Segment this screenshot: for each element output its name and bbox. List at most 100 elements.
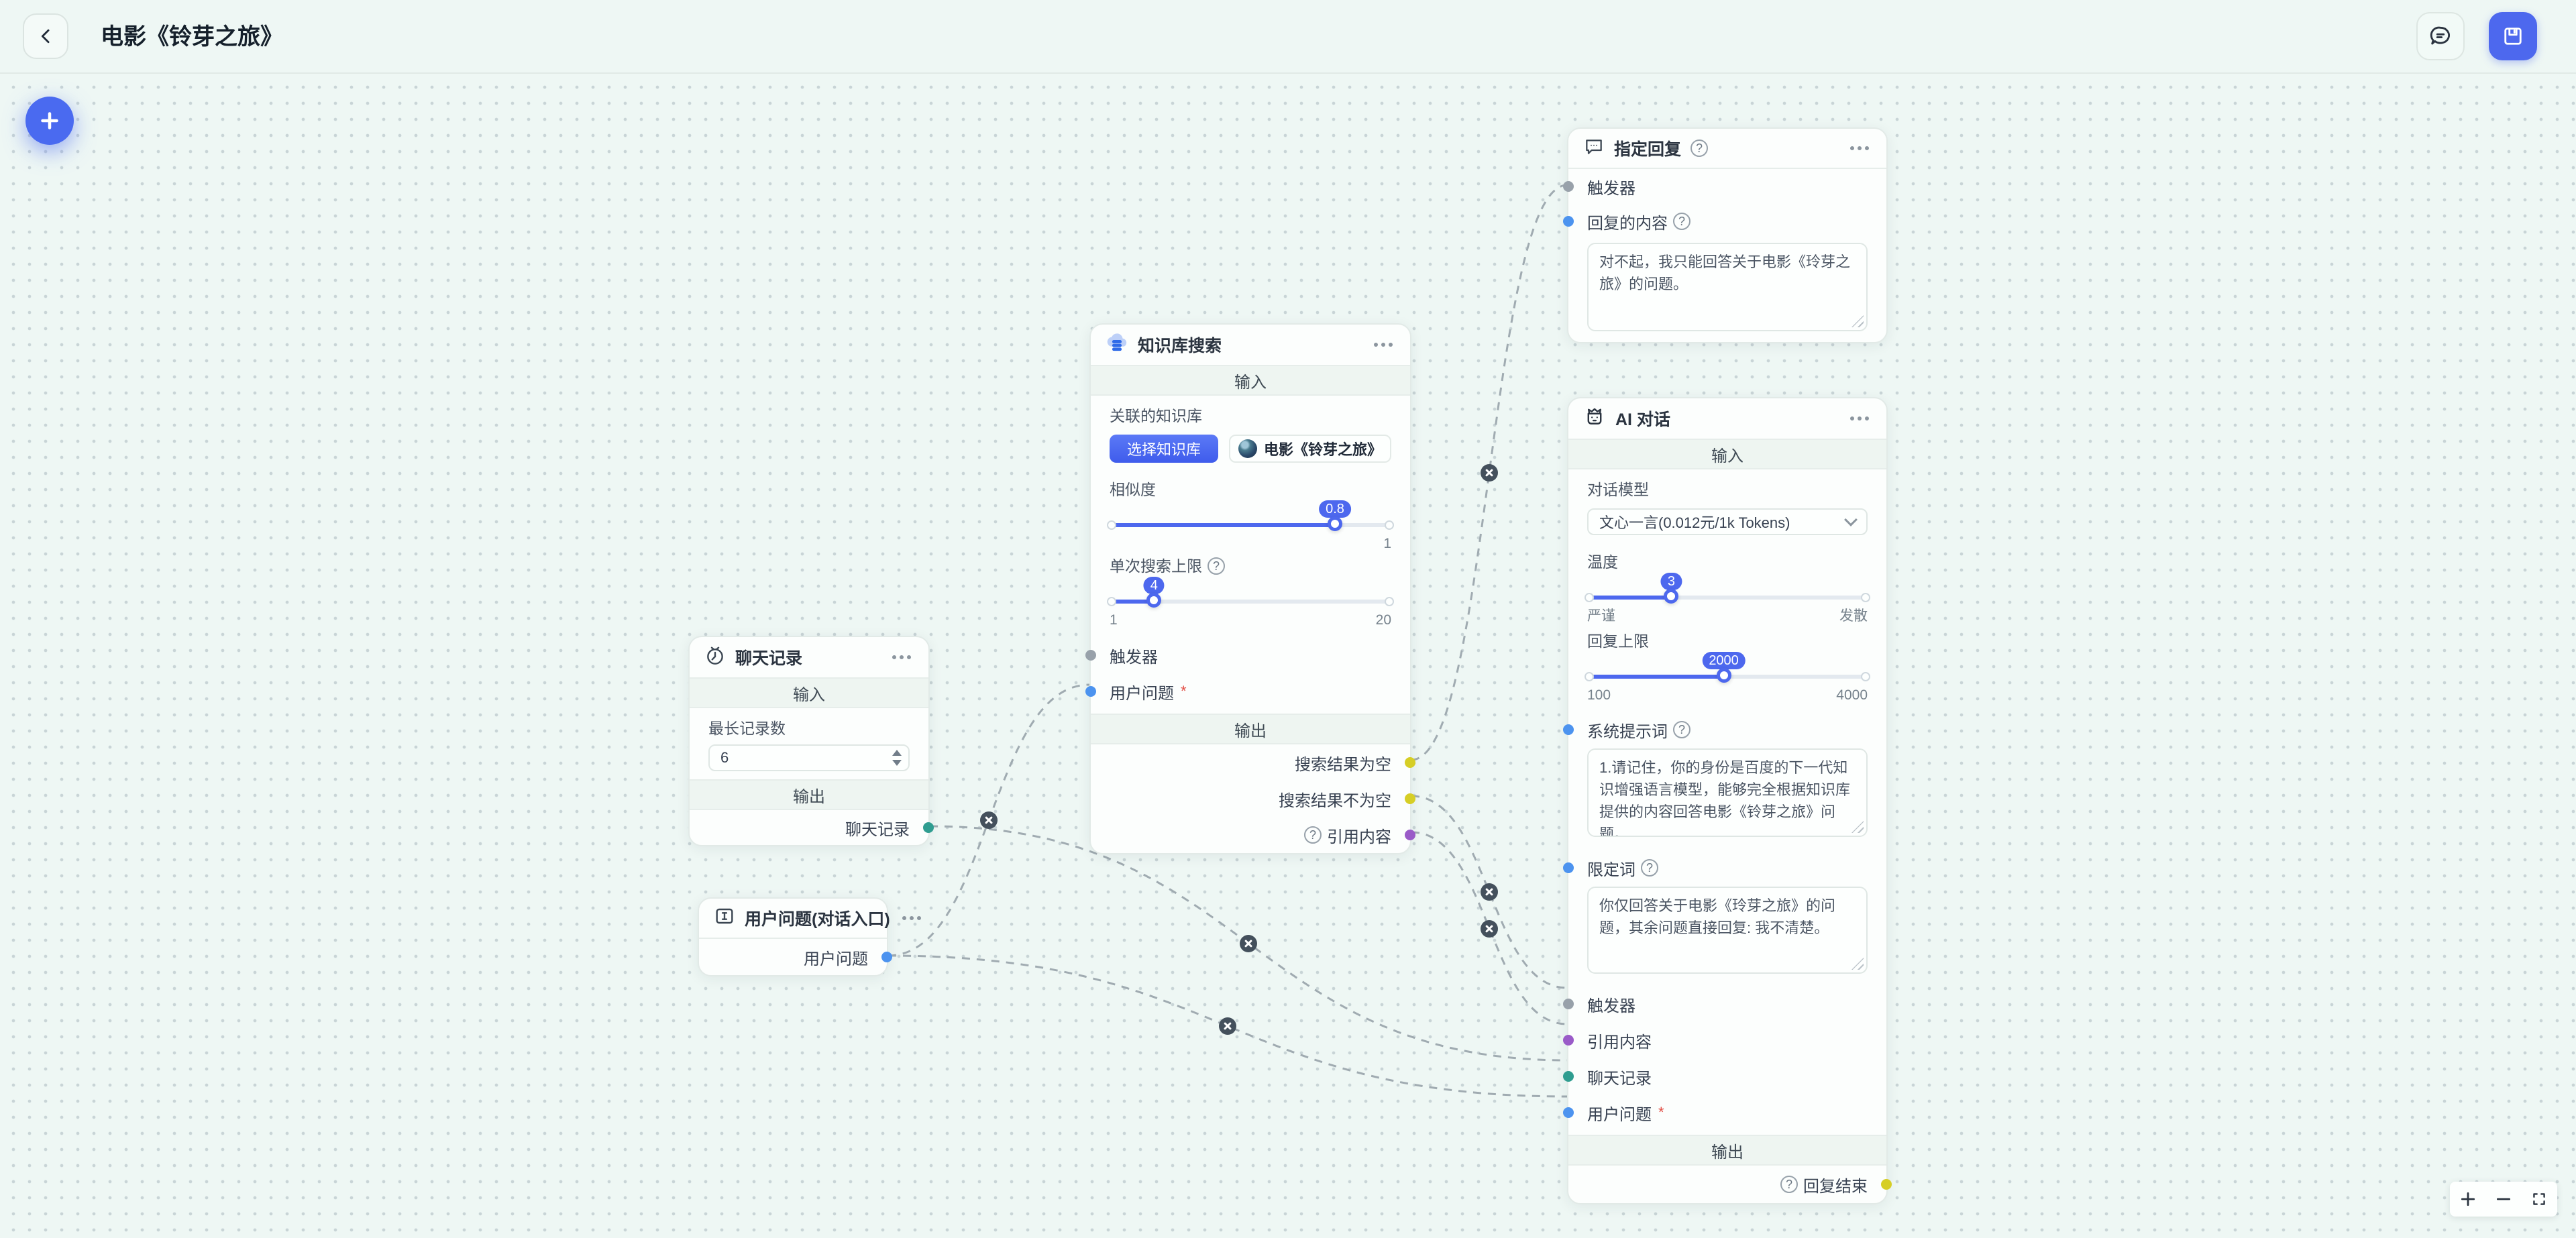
help-icon[interactable]: ? xyxy=(1673,721,1690,738)
trigger-label: 触发器 xyxy=(1110,648,1158,667)
zoom-toolbar xyxy=(2450,1182,2557,1217)
node-title: 指定回复 xyxy=(1614,140,1682,159)
step-up-icon[interactable] xyxy=(892,750,902,756)
help-icon[interactable]: ? xyxy=(1780,1176,1798,1193)
similarity-slider[interactable]: 0.8 xyxy=(1107,500,1394,535)
temperature-max-label: 发散 xyxy=(1839,608,1868,624)
port-reference-in[interactable] xyxy=(1563,1035,1574,1046)
reference-label: 引用内容 xyxy=(1587,1033,1652,1052)
wire-kbnotempty-to-aichat[interactable] xyxy=(1411,795,1568,989)
temperature-value-bubble: 3 xyxy=(1660,573,1682,590)
node-title: AI 对话 xyxy=(1615,410,1670,429)
more-menu-icon[interactable] xyxy=(890,650,914,665)
search-not-empty-label: 搜索结果不为空 xyxy=(1279,791,1391,810)
input-port-row: 触发器 xyxy=(1085,637,1391,673)
temperature-slider[interactable]: 3 xyxy=(1585,573,1870,608)
chat-preview-button[interactable] xyxy=(2416,12,2465,60)
more-menu-icon[interactable] xyxy=(1847,141,1872,156)
node-ai-chat[interactable]: AI 对话 输入 对话模型 文心一言(0.012元/1k Tokens) 温度 … xyxy=(1563,397,1892,1204)
search-limit-max-label: 20 xyxy=(1375,612,1391,628)
help-icon[interactable]: ? xyxy=(1208,557,1225,575)
port-chat-history-out[interactable] xyxy=(923,822,934,833)
input-port-row: 限定词 ? xyxy=(1563,853,1868,883)
help-icon[interactable]: ? xyxy=(1641,859,1658,877)
wire-kbreference-to-aichat[interactable] xyxy=(1411,831,1568,1025)
port-system-prompt-in[interactable] xyxy=(1563,724,1574,735)
user-question-output-label: 用户问题 xyxy=(804,950,868,968)
input-port-row: 触发器 xyxy=(1563,169,1868,204)
wire-delete-icon[interactable] xyxy=(1219,1017,1236,1035)
max-records-input[interactable] xyxy=(708,744,910,771)
more-menu-icon[interactable] xyxy=(900,911,924,925)
add-node-button[interactable] xyxy=(25,97,74,145)
node-title: 知识库搜索 xyxy=(1138,337,1222,355)
zoom-out-icon xyxy=(2496,1198,2511,1200)
input-port-row: 聊天记录 xyxy=(1563,1058,1868,1094)
trigger-label: 触发器 xyxy=(1587,179,1635,198)
port-reply-content-in[interactable] xyxy=(1563,216,1574,227)
temperature-slider-handle[interactable] xyxy=(1664,589,1679,604)
search-limit-label: 单次搜索上限 xyxy=(1110,557,1202,575)
node-chat-history[interactable]: 聊天记录 输入 最长记录数 输出 聊天记录 xyxy=(688,636,934,846)
output-port-row: ? 引用内容 xyxy=(1110,817,1415,853)
select-kb-button[interactable]: 选择知识库 xyxy=(1110,435,1218,463)
fit-view-button[interactable] xyxy=(2526,1184,2553,1214)
search-limit-slider[interactable]: 4 xyxy=(1107,577,1394,612)
wire-delete-icon[interactable] xyxy=(1240,935,1257,952)
wire-delete-icon[interactable] xyxy=(1481,920,1498,938)
reply-limit-slider-handle[interactable] xyxy=(1716,668,1731,683)
help-icon[interactable]: ? xyxy=(1690,139,1709,157)
output-section-bar: 输出 xyxy=(690,779,928,810)
port-user-question-in[interactable] xyxy=(1085,686,1096,697)
zoom-out-button[interactable] xyxy=(2490,1184,2517,1214)
similarity-label: 相似度 xyxy=(1110,481,1156,498)
clock-icon xyxy=(704,644,726,671)
node-user-question[interactable]: 用户问题(对话入口) 用户问题 xyxy=(698,897,921,976)
reply-limit-value-bubble: 2000 xyxy=(1702,652,1746,669)
reply-limit-slider[interactable]: 2000 xyxy=(1585,652,1870,687)
more-menu-icon[interactable] xyxy=(1371,337,1395,352)
search-limit-slider-handle[interactable] xyxy=(1146,593,1162,608)
wire-delete-icon[interactable] xyxy=(980,811,998,829)
port-trigger-in[interactable] xyxy=(1563,999,1574,1009)
reply-limit-max-label: 4000 xyxy=(1836,687,1868,703)
wire-userquestion-to-aichat[interactable] xyxy=(888,954,1568,1098)
wire-kbempty-to-fixedreply[interactable] xyxy=(1411,184,1568,761)
port-trigger-in[interactable] xyxy=(1085,650,1096,661)
help-icon[interactable]: ? xyxy=(1304,826,1322,844)
input-port-row: 用户问题* xyxy=(1563,1094,1868,1131)
port-reference-out[interactable] xyxy=(1405,830,1415,840)
chat-history-output-label: 聊天记录 xyxy=(845,820,910,839)
kb-chip[interactable]: 电影《铃芽之旅》 xyxy=(1228,435,1391,463)
input-port-row: 系统提示词 ? xyxy=(1563,715,1868,744)
back-button[interactable] xyxy=(23,13,68,59)
port-trigger-in[interactable] xyxy=(1563,181,1574,192)
text-cursor-icon xyxy=(714,905,735,932)
qualifier-textarea[interactable]: 你仅回答关于电影《玲芽之旅》的问题，其余问题直接回复: 我不清楚。 xyxy=(1587,887,1868,974)
step-down-icon[interactable] xyxy=(892,760,902,766)
save-button[interactable] xyxy=(2489,12,2537,60)
system-prompt-textarea[interactable]: 1.请记住，你的身份是百度的下一代知识增强语言模型，能够完全根据知识库提供的内容… xyxy=(1587,748,1868,837)
number-stepper[interactable] xyxy=(892,744,902,771)
zoom-in-button[interactable] xyxy=(2455,1184,2481,1214)
port-user-question-out[interactable] xyxy=(881,952,892,962)
reply-content-textarea[interactable]: 对不起，我只能回答关于电影《玲芽之旅》的问题。 xyxy=(1587,243,1868,331)
port-chat-history-in[interactable] xyxy=(1563,1071,1574,1082)
similarity-slider-handle[interactable] xyxy=(1328,516,1342,531)
similarity-value-bubble: 0.8 xyxy=(1319,500,1351,518)
port-qualifier-in[interactable] xyxy=(1563,862,1574,873)
port-search-empty-out[interactable] xyxy=(1405,757,1415,768)
more-menu-icon[interactable] xyxy=(1847,411,1872,426)
model-select[interactable]: 文心一言(0.012元/1k Tokens) xyxy=(1587,508,1868,535)
trigger-label: 触发器 xyxy=(1587,997,1635,1015)
kb-chip-label: 电影《铃芽之旅》 xyxy=(1263,441,1382,458)
node-kb-search[interactable]: 知识库搜索 输入 关联的知识库 选择知识库 电影《铃芽之旅》 相似度 0.8 xyxy=(1085,323,1415,854)
port-reply-end-out[interactable] xyxy=(1881,1179,1892,1190)
node-fixed-reply[interactable]: 指定回复 ? 触发器 回复的内容 ? 对不起，我只能回答关于电影《玲芽之旅》的问… xyxy=(1563,127,1888,343)
wire-delete-icon[interactable] xyxy=(1481,464,1498,482)
wire-delete-icon[interactable] xyxy=(1481,883,1498,901)
port-search-not-empty-out[interactable] xyxy=(1405,793,1415,804)
port-user-question-in[interactable] xyxy=(1563,1107,1574,1118)
help-icon[interactable]: ? xyxy=(1673,213,1690,230)
max-records-label: 最长记录数 xyxy=(708,720,786,737)
